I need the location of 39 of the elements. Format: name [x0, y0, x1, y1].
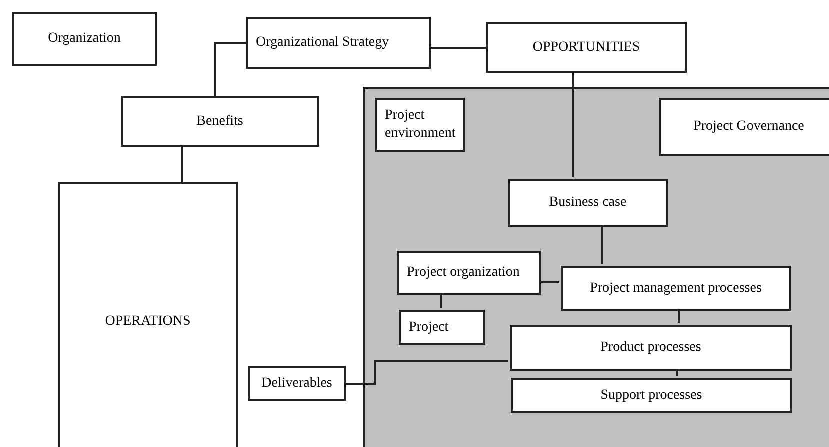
node-label: Business case — [549, 194, 627, 212]
connector-line — [431, 47, 486, 49]
connector-line — [572, 73, 574, 177]
environment-box — [375, 98, 465, 152]
node-label: Project organization — [407, 264, 520, 282]
business-case-box — [508, 179, 668, 227]
process-box — [561, 266, 791, 311]
connector-line — [676, 369, 678, 376]
benefits-box — [121, 96, 319, 147]
connector-line — [346, 360, 508, 385]
node-label: Product processes — [600, 339, 702, 357]
node-label: OPPORTUNITIES — [532, 38, 640, 56]
node-label: Deliverables — [262, 374, 332, 392]
project-area-panel — [363, 87, 829, 447]
project-box — [399, 310, 485, 345]
node-label: Project management processes — [590, 280, 762, 298]
connector-line — [601, 225, 603, 264]
node-label: Organizational Strategy — [256, 34, 390, 52]
operations-box — [58, 182, 238, 447]
node-label: Organization — [48, 30, 121, 48]
governance-box — [659, 98, 829, 156]
node-label: Project Governance — [694, 118, 804, 136]
process-box — [511, 378, 792, 413]
project-organization-box — [397, 251, 541, 295]
opportunities-box — [486, 22, 687, 73]
node-label: Benefits — [196, 112, 244, 130]
connector-line — [440, 293, 442, 308]
connector-line — [181, 147, 183, 182]
connector-line — [214, 42, 246, 96]
deliverables-box — [248, 366, 346, 401]
node-label: Project — [409, 318, 449, 336]
connector-line — [539, 281, 559, 283]
connector-line — [678, 309, 680, 323]
node-label: Project environment — [385, 107, 457, 143]
node-label: OPERATIONS — [105, 313, 191, 331]
organization-box — [12, 12, 157, 66]
process-box — [510, 325, 792, 371]
strategy-box — [246, 17, 431, 69]
node-label: Support processes — [600, 386, 702, 404]
